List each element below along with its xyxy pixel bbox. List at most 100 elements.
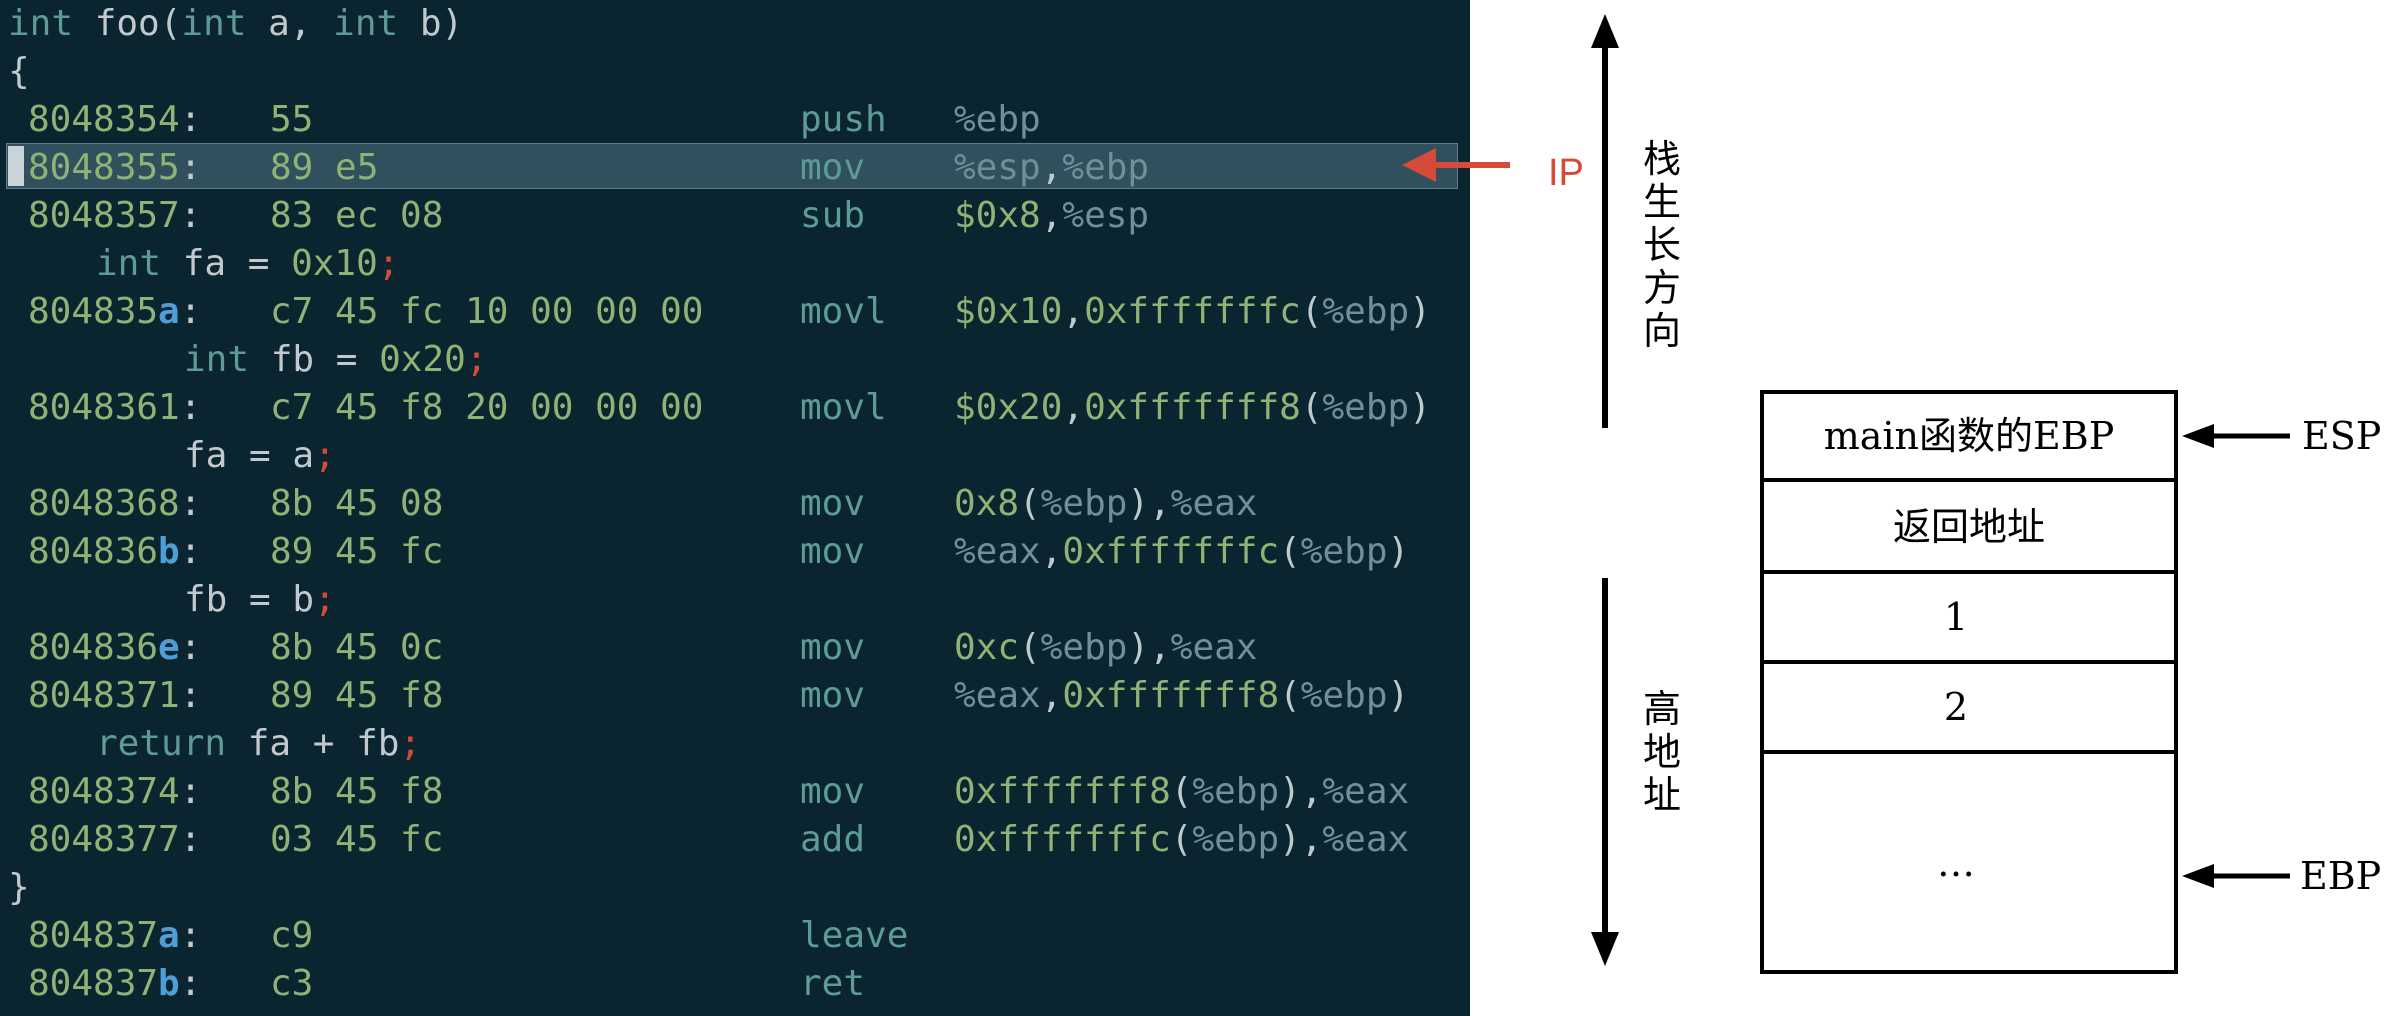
address-colon: : — [179, 819, 202, 860]
asm-address: 8048368: — [28, 480, 201, 528]
stack-cell-text: main函数的EBP — [1824, 414, 2115, 458]
operand-token: %ebp — [954, 99, 1041, 140]
high-address-arrow-head — [1591, 932, 1619, 966]
source-code: } — [8, 864, 30, 912]
asm-bytes: c7 45 fc 10 00 00 00 — [270, 291, 704, 332]
asm-address: 8048357: — [28, 192, 201, 240]
source-token: ; — [377, 243, 400, 284]
asm-address: 8048361: — [28, 384, 201, 432]
svg-text:生: 生 — [1643, 180, 1681, 224]
asm-bytes: 03 45 fc — [270, 819, 444, 860]
operand-token: %ebp — [1300, 675, 1388, 716]
address-suffix: a — [158, 291, 180, 332]
address-suffix: b — [158, 531, 180, 572]
stack-cell-text: 2 — [1944, 685, 1968, 729]
source-code: { — [8, 48, 30, 96]
operand-token: ( — [1019, 483, 1041, 524]
source-line: fa = a; — [0, 432, 1470, 480]
asm-address: 8048355: — [28, 144, 201, 192]
svg-text:址: 址 — [1643, 773, 1681, 817]
operand-token: $0x8 — [954, 195, 1041, 236]
source-token: fb = b — [184, 579, 315, 620]
source-token: 0x20 — [379, 339, 466, 380]
operand-token: 0xc — [954, 627, 1020, 668]
source-token: int — [184, 339, 250, 380]
address-digits: 8048355 — [28, 147, 180, 188]
asm-operands: $0x20,0xfffffff8(%ebp) — [954, 384, 1431, 432]
operand-token: ), — [1279, 771, 1323, 812]
stack-cell-text: … — [1937, 841, 1975, 885]
operand-token: $0x20 — [954, 387, 1063, 428]
address-digits: 8048368 — [28, 483, 180, 524]
address-colon: : — [179, 963, 202, 1004]
esp-arrow-head — [2182, 424, 2214, 448]
asm-bytes: 8b 45 08 — [270, 483, 444, 524]
stack-frame: main函数的EBP 返回地址 1 2 … — [1760, 390, 2178, 974]
address-digits: 8048371 — [28, 675, 180, 716]
operand-token: ( — [1170, 819, 1193, 860]
source-token: return — [96, 723, 227, 764]
address-colon: : — [179, 99, 202, 140]
svg-text:地: 地 — [1643, 730, 1681, 774]
address-colon: : — [179, 195, 202, 236]
operand-token: 0xfffffff8 — [1084, 387, 1301, 428]
asm-operands: %eax,0xfffffffc(%ebp) — [954, 528, 1409, 576]
source-code: int fb = 0x20; — [184, 336, 487, 384]
source-token: 0x10 — [291, 243, 378, 284]
source-line: int foo(int a, int b) — [0, 0, 1470, 48]
address-colon: : — [179, 915, 202, 956]
operand-token: %ebp — [1322, 387, 1410, 428]
operand-token: %eax — [1170, 483, 1258, 524]
address-digits: 8048354 — [28, 99, 180, 140]
stack-growth-label: 栈 生 长 方 向 — [1643, 137, 1681, 353]
asm-address: 8048354: — [28, 96, 201, 144]
operand-token: ), — [1127, 627, 1171, 668]
operand-token: 0xfffffffc — [1062, 531, 1280, 572]
asm-address: 8048377: — [28, 816, 201, 864]
operand-token: ( — [1279, 675, 1301, 716]
operand-token: ) — [1387, 675, 1410, 716]
source-code: fb = b; — [184, 576, 336, 624]
asm-bytes: c7 45 f8 20 00 00 00 — [270, 387, 704, 428]
ebp-arrow-head — [2182, 864, 2214, 888]
asm-operands: $0x10,0xfffffffc(%ebp) — [954, 288, 1431, 336]
operand-token: ( — [1279, 531, 1301, 572]
operand-token: %ebp — [1040, 483, 1128, 524]
svg-text:向: 向 — [1643, 309, 1681, 353]
stack-cell-main-ebp — [1760, 390, 2178, 482]
asm-opcode: mov — [800, 483, 866, 524]
operand-token: %ebp — [1300, 531, 1388, 572]
asm-operands: %ebp — [954, 96, 1041, 144]
source-code: int fa = 0x10; — [96, 240, 399, 288]
address-colon: : — [179, 483, 202, 524]
operand-token: , — [1040, 531, 1063, 572]
address-digits: 804835 — [28, 291, 159, 332]
source-token: ; — [465, 339, 488, 380]
text-cursor — [8, 146, 24, 186]
address-digits: 8048374 — [28, 771, 180, 812]
stack-growth-arrow-head — [1591, 14, 1619, 48]
source-code: int foo(int a, int b) — [8, 0, 463, 48]
source-line: return fa + fb; — [0, 720, 1470, 768]
source-token: b) — [398, 3, 464, 44]
high-address-label: 高 地 址 — [1643, 687, 1681, 817]
operand-token: ( — [1019, 627, 1041, 668]
source-token: ; — [399, 723, 422, 764]
asm-operands: %esp,%ebp — [954, 144, 1149, 192]
operand-token: %eax — [1170, 627, 1258, 668]
source-token: } — [8, 867, 30, 908]
operand-token: %ebp — [1192, 771, 1280, 812]
asm-opcode: leave — [800, 915, 909, 956]
source-token: fa = — [161, 243, 292, 284]
stack-cell-return-address — [1760, 478, 2178, 574]
svg-text:方: 方 — [1643, 266, 1681, 310]
asm-opcode: mov — [800, 627, 866, 668]
